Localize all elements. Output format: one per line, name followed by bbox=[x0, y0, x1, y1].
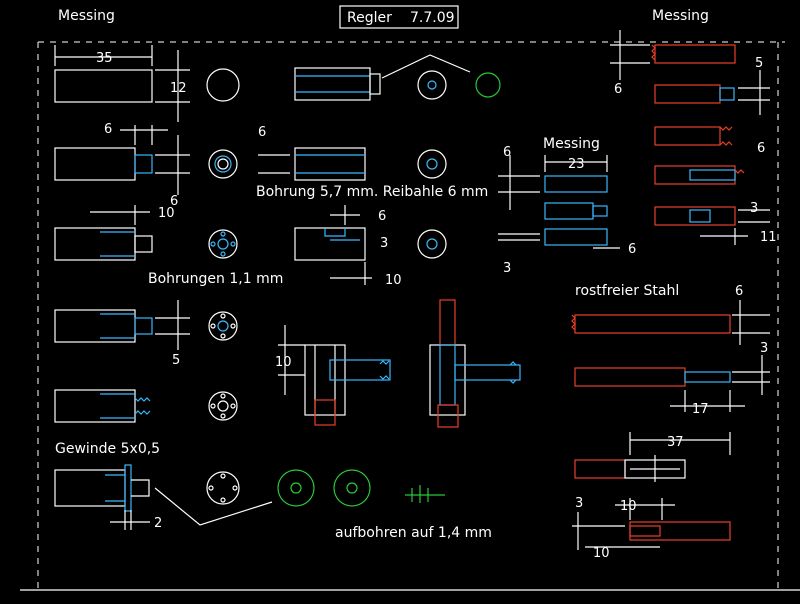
dim-m10: 10 bbox=[385, 273, 402, 288]
dim-2: 2 bbox=[154, 516, 162, 531]
note-bohrungen: Bohrungen 1,1 mm bbox=[148, 271, 283, 287]
part-middle-2 bbox=[258, 147, 447, 181]
part-middle-1 bbox=[294, 54, 501, 101]
part-middle-4 bbox=[278, 325, 391, 426]
dim-m6a: 6 bbox=[258, 125, 266, 140]
title-label: Regler bbox=[347, 10, 392, 26]
dim-p10: 10 bbox=[275, 355, 292, 370]
part-2 bbox=[54, 125, 238, 195]
header-steel: rostfreier Stahl bbox=[575, 283, 679, 299]
note-bohrung: Bohrung 5,7 mm. Reibahle 6 mm bbox=[256, 184, 488, 200]
dim-s37: 37 bbox=[667, 435, 684, 450]
part-middle-3 bbox=[294, 205, 447, 285]
header-left: Messing bbox=[58, 8, 115, 24]
dim-b3: 3 bbox=[503, 261, 511, 276]
note-gewinde: Gewinde 5x0,5 bbox=[55, 441, 160, 457]
dim-b6: 6 bbox=[503, 145, 511, 160]
steel-3 bbox=[574, 432, 731, 482]
dim-r5: 5 bbox=[755, 56, 763, 71]
title-box bbox=[339, 5, 459, 29]
dim-5: 5 bbox=[172, 353, 180, 368]
steel-1 bbox=[571, 300, 770, 345]
dim-b23: 23 bbox=[568, 157, 585, 172]
part-4 bbox=[54, 300, 238, 350]
part-6 bbox=[54, 464, 445, 530]
part-right-5 bbox=[654, 206, 770, 245]
dim-r3: 3 bbox=[750, 201, 758, 216]
dim-s17: 17 bbox=[692, 402, 709, 417]
part-brass-set bbox=[498, 155, 620, 249]
part-right-2 bbox=[654, 70, 770, 115]
header-right: Messing bbox=[652, 8, 709, 24]
dim-35: 35 bbox=[96, 51, 113, 66]
note-aufbohren: aufbohren auf 1,4 mm bbox=[335, 525, 492, 541]
dim-12: 12 bbox=[170, 81, 187, 96]
dim-s10b: 10 bbox=[593, 546, 610, 561]
dim-s10a: 10 bbox=[620, 499, 637, 514]
dim-b6r: 6 bbox=[628, 242, 636, 257]
dim-s3b: 3 bbox=[575, 496, 583, 511]
dim-r6a: 6 bbox=[614, 82, 622, 97]
part-right-4 bbox=[654, 165, 745, 185]
part-right-1 bbox=[610, 30, 736, 80]
steel-2 bbox=[574, 355, 770, 412]
header-middle: Messing bbox=[543, 136, 600, 152]
dim-s3: 3 bbox=[760, 341, 768, 356]
dim-s6: 6 bbox=[735, 284, 743, 299]
title-date: 7.7.09 bbox=[410, 10, 455, 26]
part-middle-5 bbox=[429, 299, 521, 428]
part-5 bbox=[54, 389, 238, 423]
dim-r6b: 6 bbox=[757, 141, 765, 156]
dim-6-top: 6 bbox=[104, 122, 112, 137]
dim-r11: 11 bbox=[760, 230, 777, 245]
part-1 bbox=[54, 45, 240, 122]
steel-4 bbox=[572, 498, 731, 550]
dim-m3: 3 bbox=[380, 236, 388, 251]
dim-10-left: 10 bbox=[158, 206, 175, 221]
part-right-3 bbox=[654, 126, 733, 146]
dim-m6b: 6 bbox=[378, 209, 386, 224]
dim-6-side: 6 bbox=[170, 194, 178, 209]
part-3 bbox=[54, 205, 238, 261]
